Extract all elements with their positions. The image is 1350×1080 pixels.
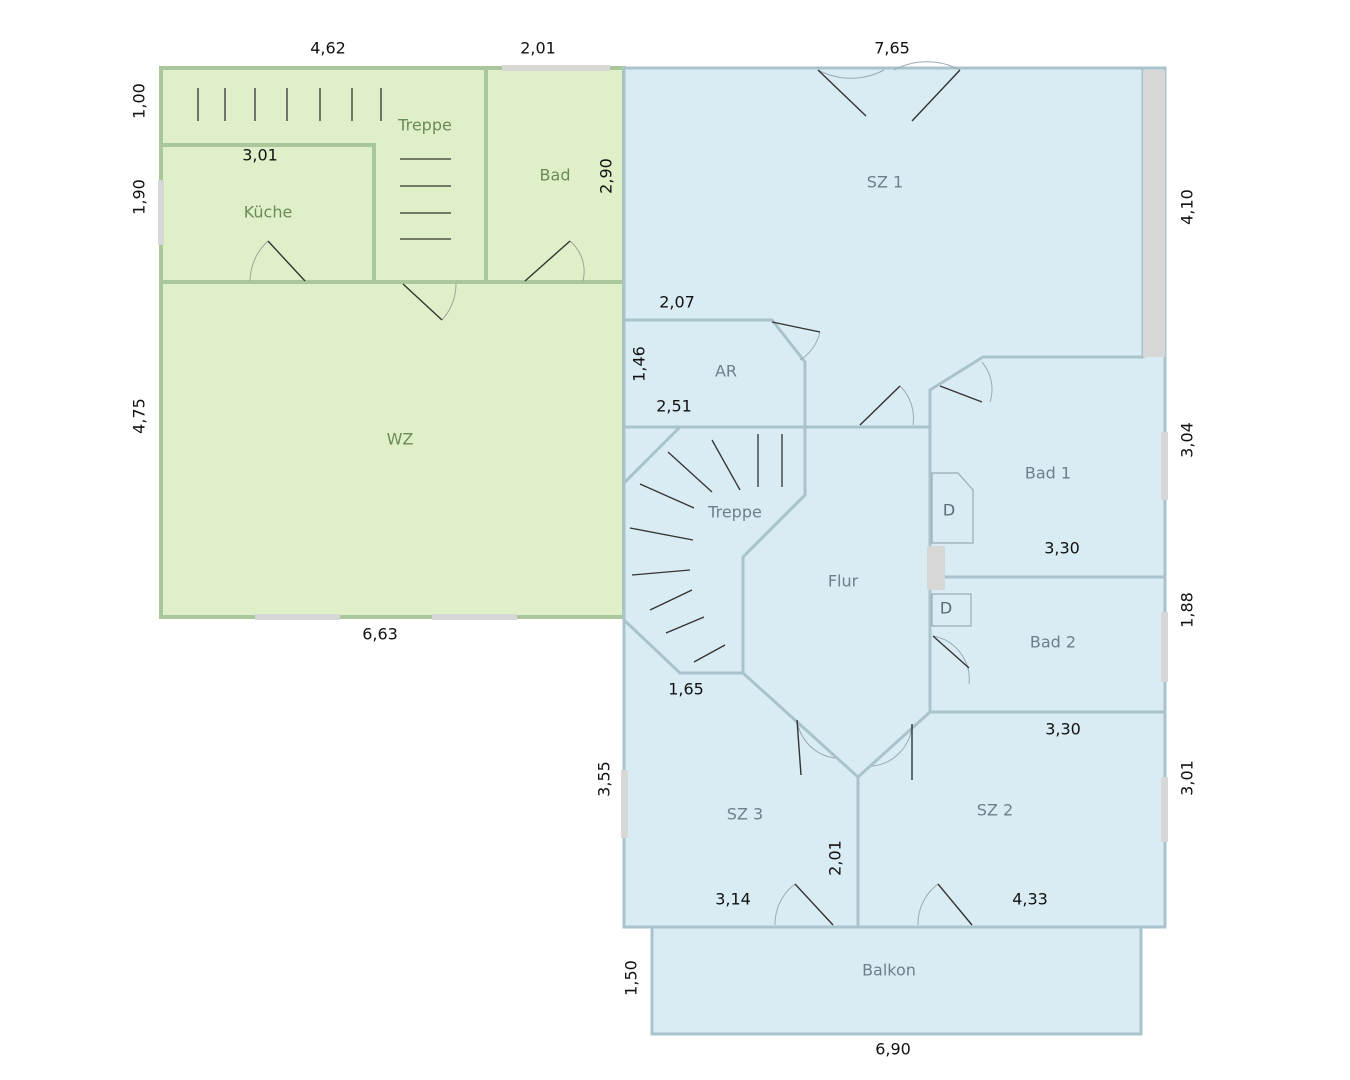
window-bad1: [1161, 432, 1168, 500]
room-label-bad-green: Bad: [540, 166, 571, 185]
window-bad2: [1161, 612, 1168, 682]
dim-sz2-width: 4,33: [1012, 890, 1048, 909]
dim-bad2-width: 3,30: [1045, 720, 1081, 739]
door-ar: [771, 321, 821, 361]
wall-stair-outline: [622, 425, 682, 485]
dim-stair-bottom-width: 1,65: [668, 680, 704, 699]
door-wz: [402, 283, 457, 321]
window-bottom-wz-1: [255, 614, 340, 620]
shower-box-1: [931, 472, 974, 544]
stair-step: [693, 644, 726, 663]
blue-outer-wall: [622, 66, 1167, 929]
dim-left-stair-height: 1,00: [130, 83, 149, 119]
window-left-kitchen: [158, 180, 164, 245]
dim-wz-width: 6,63: [362, 625, 398, 644]
door-sz3-balkon: [774, 883, 834, 926]
room-label-sz3: SZ 3: [727, 805, 763, 824]
dim-kitchen-width: 3,01: [242, 146, 278, 165]
balkon-wall: [650, 925, 1143, 1036]
blue-section: [621, 61, 1168, 1036]
stair-step: [639, 483, 695, 509]
room-label-bad1: Bad 1: [1025, 464, 1071, 483]
dim-bad1-height: 3,04: [1178, 422, 1197, 458]
dim-bad1-width: 3,30: [1044, 539, 1080, 558]
door-bad2: [932, 635, 970, 685]
room-label-balkon: Balkon: [862, 961, 916, 980]
shower-label-1: D: [943, 501, 955, 520]
green-section: [158, 65, 626, 620]
stair-step: [631, 569, 691, 576]
room-label-treppe-blue: Treppe: [707, 503, 762, 522]
door-kitchen: [249, 240, 306, 282]
room-label-ar: AR: [715, 362, 737, 381]
dim-ar-bottom-width: 2,51: [656, 397, 692, 416]
dim-top-left-width: 4,62: [310, 39, 346, 58]
balkon-fill: [652, 927, 1141, 1034]
dim-top-mid-width: 2,01: [520, 39, 556, 58]
dim-sz1-height: 4,10: [1178, 189, 1197, 225]
dim-left-kitchen-height: 1,90: [130, 179, 149, 215]
shower-box-2: [931, 593, 972, 627]
wall-stair-kitchen: [161, 143, 376, 282]
room-label-kueche: Küche: [244, 203, 293, 222]
wall-stair-bottom: [622, 618, 743, 675]
wall-stair-right: [741, 427, 807, 673]
room-label-flur: Flur: [828, 572, 859, 591]
stair-step: [711, 439, 741, 491]
green-area-fill: [161, 68, 624, 617]
room-label-sz1: SZ 1: [867, 173, 903, 192]
door-sz1-hall: [859, 385, 914, 426]
stair-step: [667, 451, 713, 493]
dim-balkon-height: 1,50: [622, 960, 641, 996]
window-sz3: [621, 770, 628, 838]
door-bad1: [939, 361, 993, 403]
dim-bad-height: 2,90: [597, 158, 616, 194]
window-sz2: [1161, 777, 1168, 842]
stair-step: [665, 616, 705, 634]
dim-sz2-height: 3,01: [1178, 760, 1197, 796]
dim-left-wz-height: 4,75: [130, 398, 149, 434]
dim-sz3-width: 3,14: [715, 890, 751, 909]
room-label-sz2: SZ 2: [977, 801, 1013, 820]
shower-label-2: D: [940, 599, 952, 618]
door-bad: [524, 240, 585, 282]
dim-ar-width: 2,07: [659, 293, 695, 312]
dim-bad2-height: 1,88: [1178, 592, 1197, 628]
door-sz1-double: [817, 61, 961, 122]
dim-sz3-inner-height: 2,01: [826, 840, 845, 876]
dim-ar-height: 1,46: [630, 346, 649, 382]
dim-top-right-width: 7,65: [874, 39, 910, 58]
stair-step: [629, 527, 694, 541]
room-label-bad2: Bad 2: [1030, 633, 1076, 652]
door-sz2: [871, 723, 913, 780]
dim-sz3-height: 3,55: [595, 761, 614, 797]
room-label-wz: WZ: [387, 430, 414, 449]
dim-balkon-width: 6,90: [875, 1040, 911, 1059]
door-sz2-balkon: [917, 883, 973, 926]
window-top-bad: [502, 65, 610, 71]
stair-step: [649, 589, 693, 611]
window-bottom-wz-2: [432, 614, 517, 620]
window-sz1-right: [1143, 70, 1165, 357]
blue-main-fill: [624, 68, 1165, 927]
window-flur: [927, 546, 945, 590]
room-label-treppe-green: Treppe: [397, 116, 452, 135]
wall-ar: [624, 318, 807, 427]
door-sz3: [796, 719, 836, 776]
